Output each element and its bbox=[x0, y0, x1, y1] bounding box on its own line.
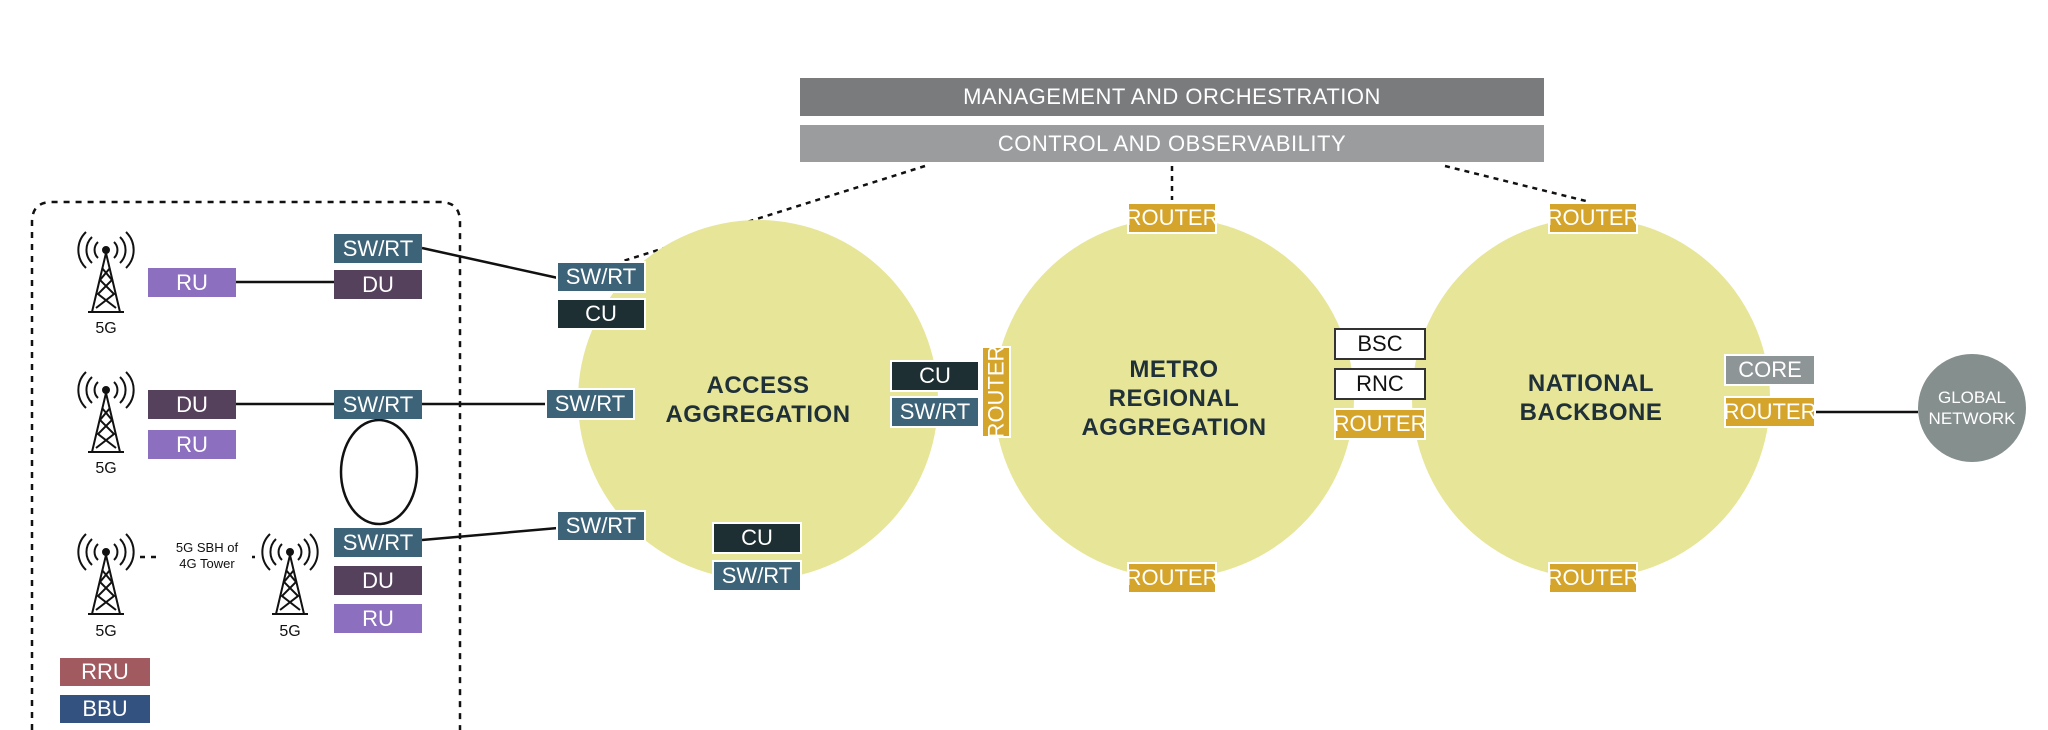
sbh-note: 5G SBH of 4G Tower bbox=[162, 540, 252, 572]
tower-5g-label-4: 5G bbox=[279, 623, 301, 640]
du-node: DU bbox=[334, 270, 422, 299]
ru-node: RU bbox=[148, 268, 236, 297]
tower-5g-label-3: 5G bbox=[95, 623, 117, 640]
global-network-node: GLOBAL NETWORK bbox=[1918, 354, 2026, 462]
bbu-legend: BBU bbox=[60, 695, 150, 723]
cu-node: CU bbox=[556, 298, 646, 330]
control-link-national bbox=[1444, 164, 1591, 204]
rru-legend: RRU bbox=[60, 658, 150, 686]
ring-link bbox=[339, 418, 419, 526]
metro-aggregation-circle: METRO REGIONAL AGGREGATION bbox=[994, 218, 1354, 578]
cu-node: CU bbox=[712, 522, 802, 554]
sw-rt-node: SW/RT bbox=[545, 388, 635, 420]
link-swrt-bottom-access bbox=[421, 526, 559, 542]
router-vertical-label: ROUTER bbox=[983, 345, 1009, 439]
bsc-node: BSC bbox=[1334, 328, 1426, 360]
sw-rt-node: SW/RT bbox=[890, 396, 980, 428]
ru-node: RU bbox=[148, 430, 236, 459]
control-observability-bar: CONTROL AND OBSERVABILITY bbox=[800, 125, 1544, 162]
link-swrt-top-access bbox=[421, 246, 559, 280]
control-link-access bbox=[619, 164, 926, 264]
tower-5g-label-1: 5G bbox=[95, 320, 117, 337]
core-node: CORE bbox=[1724, 354, 1816, 386]
national-backbone-label: NATIONAL BACKBONE bbox=[1519, 370, 1663, 426]
sw-rt-node: SW/RT bbox=[556, 510, 646, 542]
metro-aggregation-label: METRO REGIONAL AGGREGATION bbox=[1081, 355, 1267, 441]
ru-node: RU bbox=[334, 604, 422, 633]
sw-rt-node: SW/RT bbox=[556, 261, 646, 293]
cell-tower-icon bbox=[77, 371, 135, 453]
router-node: ROUTER bbox=[1724, 396, 1816, 428]
access-aggregation-label: ACCESS AGGREGATION bbox=[665, 372, 851, 428]
sw-rt-node: SW/RT bbox=[334, 390, 422, 419]
sw-rt-node: SW/RT bbox=[334, 528, 422, 557]
sw-rt-node: SW/RT bbox=[712, 560, 802, 592]
cell-tower-icon bbox=[77, 231, 135, 313]
router-node: ROUTER bbox=[1126, 202, 1218, 234]
tower-5g-label-2: 5G bbox=[95, 460, 117, 477]
router-vertical: ROUTER bbox=[981, 346, 1011, 438]
router-node: ROUTER bbox=[1547, 202, 1639, 234]
router-node: ROUTER bbox=[1334, 408, 1426, 440]
du-node: DU bbox=[334, 566, 422, 595]
router-node: ROUTER bbox=[1547, 562, 1639, 594]
rnc-node: RNC bbox=[1334, 368, 1426, 400]
cell-site-enclosure bbox=[30, 200, 462, 730]
cell-tower-icon bbox=[77, 533, 135, 615]
du-node: DU bbox=[148, 390, 236, 419]
router-node: ROUTER bbox=[1126, 562, 1218, 594]
sw-rt-node: SW/RT bbox=[334, 234, 422, 263]
management-orchestration-bar: MANAGEMENT AND ORCHESTRATION bbox=[800, 78, 1544, 116]
cu-node: CU bbox=[890, 360, 980, 392]
cell-tower-icon bbox=[261, 533, 319, 615]
national-backbone-circle: NATIONAL BACKBONE bbox=[1412, 218, 1770, 578]
